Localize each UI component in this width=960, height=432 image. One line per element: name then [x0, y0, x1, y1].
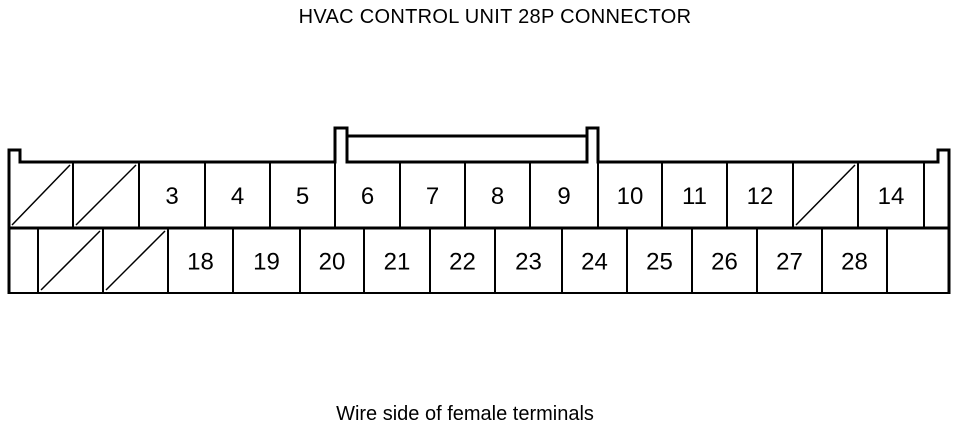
top-row-blank-cavity-hatch	[75, 164, 137, 226]
top-row-terminal-number: 5	[296, 183, 309, 210]
top-row-blank-cavity-hatch	[11, 164, 71, 226]
bottom-row-terminal-number: 18	[187, 249, 214, 276]
connector-outline	[7, 126, 951, 294]
bottom-row-terminal-number: 22	[449, 249, 476, 276]
top-row-terminal-number: 6	[361, 183, 374, 210]
bottom-row-blank-cavity-hatch	[105, 230, 166, 291]
top-row-terminal-number: 8	[491, 183, 504, 210]
bottom-row-terminal-number: 19	[253, 249, 280, 276]
diagram-caption: Wire side of female terminals	[336, 403, 594, 425]
top-row-terminal-number: 11	[682, 183, 707, 210]
bottom-row-terminal-number: 21	[384, 249, 411, 276]
top-row-terminal-number: 10	[617, 183, 644, 210]
top-row-terminal-number: 4	[231, 183, 244, 210]
top-row-terminal-number: 14	[878, 183, 905, 210]
top-row-terminal-number: 3	[165, 183, 178, 210]
bottom-row-terminal-number: 28	[841, 249, 868, 276]
bottom-row-blank-cavity-hatch	[40, 230, 101, 291]
bottom-row-terminal-number: 24	[581, 249, 608, 276]
top-row-terminals: 3 4 5 6 7 8 9 10 11 12 14	[8, 162, 925, 228]
top-row-terminal-number: 7	[426, 183, 439, 210]
bottom-row-terminal-number: 27	[776, 249, 803, 276]
bottom-row-terminal-number: 26	[711, 249, 738, 276]
top-row-terminal-number: 9	[557, 183, 570, 210]
top-row-terminal-number: 12	[747, 183, 774, 210]
bottom-row-terminals: 18 19 20 21 22 23 24 25 26 27 28	[8, 228, 888, 293]
bottom-row-terminal-number: 20	[319, 249, 346, 276]
diagram-title: HVAC CONTROL UNIT 28P CONNECTOR	[298, 6, 692, 28]
connector-shell	[7, 126, 951, 294]
bottom-row-terminal-number: 23	[515, 249, 542, 276]
top-row-blank-cavity-hatch	[795, 164, 856, 226]
bottom-row-terminal-number: 25	[646, 249, 673, 276]
